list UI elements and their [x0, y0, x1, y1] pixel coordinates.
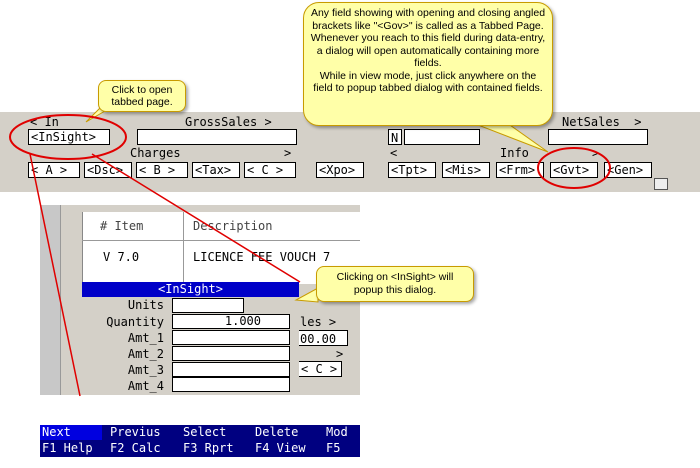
amt3-label: Amt_3 — [127, 363, 164, 377]
charges-arrow: > — [284, 146, 292, 160]
tab-gen[interactable]: <Gen> — [604, 162, 652, 178]
fkey-f4-view[interactable]: F4 View — [255, 441, 306, 455]
behind-arrow: > — [336, 347, 344, 361]
fkey-modify[interactable]: Mod — [326, 425, 348, 439]
amt4-field[interactable] — [172, 377, 290, 392]
insight-dialog-title: <InSight> — [82, 282, 299, 297]
fkey-f2-calc[interactable]: F2 Calc — [110, 441, 161, 455]
in-label: < In — [30, 115, 59, 129]
behind-c-tab: < C > — [298, 361, 342, 377]
tab-mis[interactable]: <Mis> — [442, 162, 490, 178]
fkey-previous[interactable]: Previus — [110, 425, 161, 439]
resize-grip-icon[interactable] — [654, 178, 668, 190]
tab-frm[interactable]: <Frm> — [496, 162, 544, 178]
tab-gvt[interactable]: <Gvt> — [550, 162, 598, 178]
quantity-label: Quantity — [106, 315, 164, 329]
info-left-arrow: < — [390, 146, 398, 160]
insight-tab[interactable]: <InSight> — [28, 129, 110, 145]
amt2-label: Amt_2 — [127, 347, 164, 361]
tab-xpo[interactable]: <Xpo> — [316, 162, 364, 178]
amt1-label: Amt_1 — [127, 331, 164, 345]
behind-sales-tab: les > — [300, 315, 337, 329]
tab-tpt[interactable]: <Tpt> — [388, 162, 436, 178]
connector-line-right — [91, 153, 301, 283]
grid-header-line — [82, 240, 360, 241]
fkey-selected-bg — [40, 425, 102, 440]
tab-b[interactable]: < B > — [136, 162, 188, 178]
connector-line-left — [29, 153, 81, 397]
insight-callout-pointer — [294, 287, 319, 303]
gvt-highlight-ellipse — [537, 147, 611, 189]
fkey-f3-report[interactable]: F3 Rprt — [183, 441, 234, 455]
tabbed-page-callout: Any field showing with opening and closi… — [303, 2, 553, 126]
insight-popup-callout: Clicking on <InSight> will popup this di… — [316, 266, 474, 302]
fkey-select[interactable]: Select — [183, 425, 227, 439]
tab-c[interactable]: < C > — [244, 162, 296, 178]
gross-sales-field[interactable] — [137, 129, 297, 145]
amt4-label: Amt_4 — [127, 379, 164, 393]
quantity-field[interactable]: 1.000 — [172, 314, 290, 329]
amt2-field[interactable] — [172, 346, 290, 361]
col-item-header: # Item — [100, 219, 144, 233]
items-grid — [82, 212, 361, 284]
n-flag-field[interactable]: N — [388, 129, 402, 145]
col-desc-header: Description — [193, 219, 273, 233]
net-sales-tab[interactable]: NetSales > — [562, 115, 642, 129]
charges-label: Charges — [130, 146, 181, 160]
row-item[interactable]: V 7.0 — [103, 250, 140, 264]
fkey-delete[interactable]: Delete — [255, 425, 299, 439]
fkey-next[interactable]: Next — [42, 425, 71, 439]
units-label: Units — [127, 298, 164, 312]
row-desc[interactable]: LICENCE FEE VOUCH 7 — [193, 250, 331, 264]
gross-sales-tab[interactable]: GrossSales > — [185, 115, 272, 129]
tab-a[interactable]: < A > — [28, 162, 80, 178]
net-sales-field[interactable] — [548, 129, 648, 145]
n-value-field[interactable] — [404, 129, 480, 145]
tab-dsc[interactable]: <Dsc> — [84, 162, 132, 178]
grid-divider — [183, 212, 184, 282]
tab-tax[interactable]: <Tax> — [192, 162, 240, 178]
amt3-field[interactable] — [172, 362, 290, 377]
units-field[interactable] — [172, 298, 244, 313]
fkey-f5[interactable]: F5 — [326, 441, 341, 455]
insight-highlight-ellipse — [9, 114, 127, 160]
fkey-f1-help[interactable]: F1 Help — [42, 441, 93, 455]
info-label: Info — [500, 146, 529, 160]
amt1-field[interactable] — [172, 330, 290, 345]
click-open-callout: Click to open tabbed page. — [98, 80, 186, 112]
